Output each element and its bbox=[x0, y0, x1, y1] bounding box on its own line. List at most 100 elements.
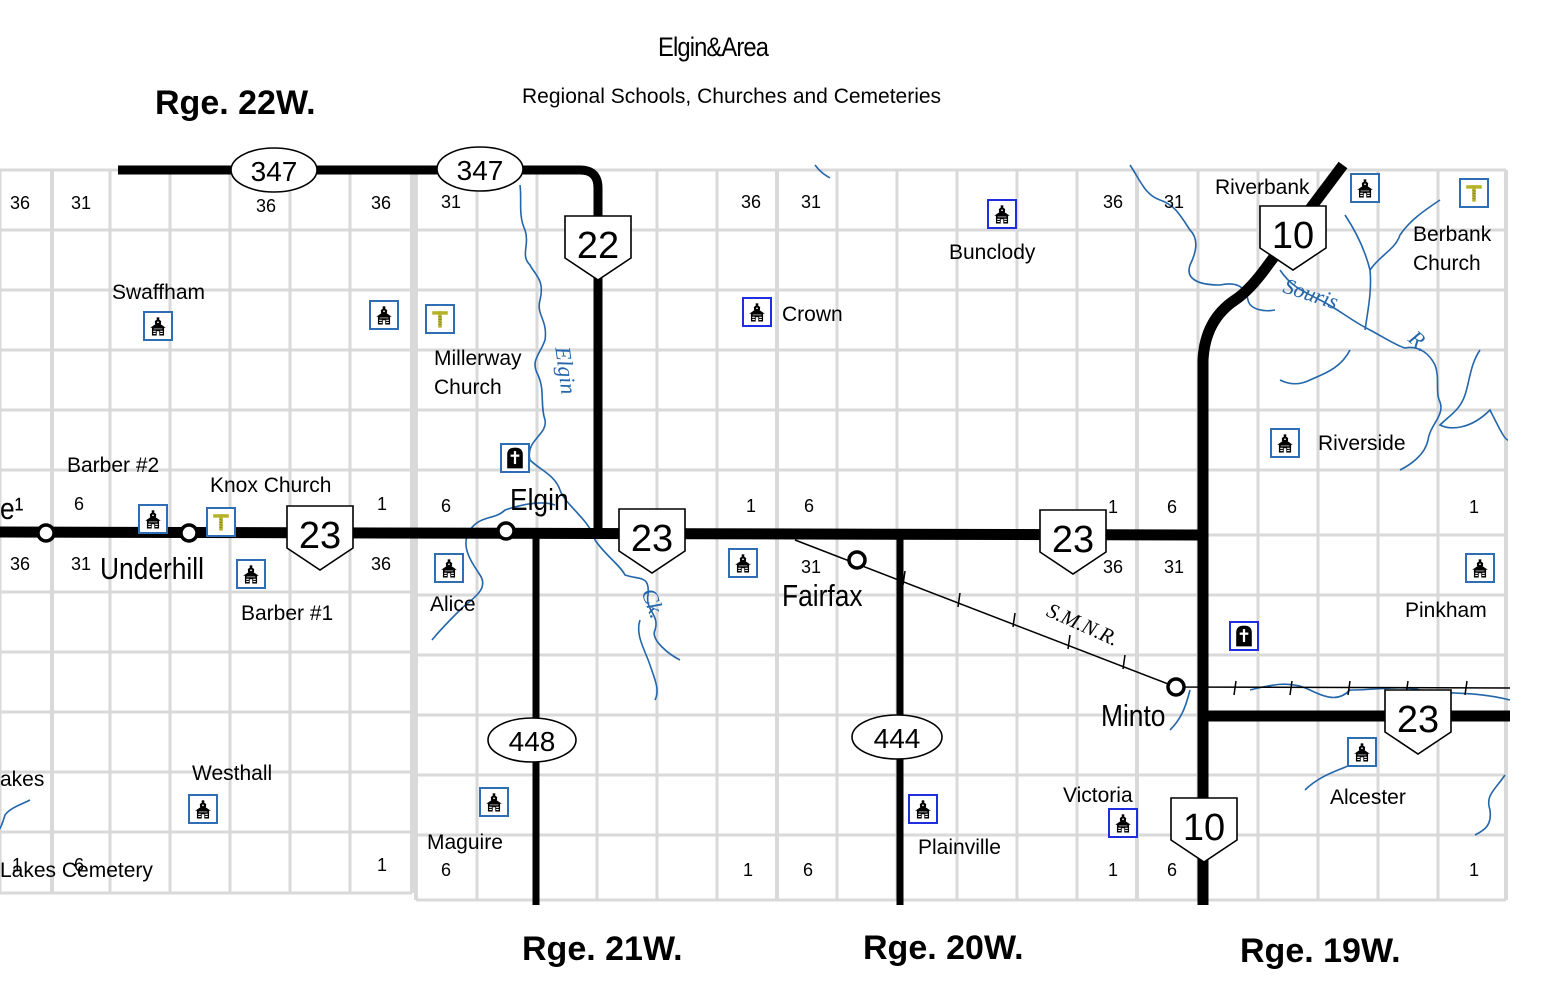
school-icon[interactable] bbox=[188, 794, 218, 824]
school-icon[interactable] bbox=[479, 787, 509, 817]
souris-river bbox=[1279, 269, 1442, 471]
section-number: 1 bbox=[1108, 497, 1119, 517]
range-label-22w: Rge. 22W. bbox=[155, 84, 316, 122]
school-icon[interactable] bbox=[138, 504, 168, 534]
map-title: Elgin&Area bbox=[658, 32, 769, 62]
school-icon[interactable] bbox=[434, 553, 464, 583]
elgin-creek-branch-2 bbox=[637, 619, 658, 701]
railway-tick bbox=[1067, 634, 1071, 650]
east-creek bbox=[1474, 774, 1506, 836]
section-number: 1 bbox=[1108, 860, 1119, 880]
school-label-bunclody: Bunclody bbox=[949, 241, 1036, 264]
section-number: 36 bbox=[371, 193, 392, 213]
shield-number: 10 bbox=[1272, 215, 1314, 257]
church-cross-icon[interactable] bbox=[206, 507, 236, 537]
section-number: 1 bbox=[746, 496, 757, 516]
range-label-21w: Rge. 21W. bbox=[522, 930, 683, 968]
lakes-label-partial: akes bbox=[0, 768, 45, 791]
school-icon[interactable] bbox=[369, 300, 399, 330]
section-number: 31 bbox=[441, 192, 462, 212]
section-number: 1 bbox=[12, 855, 23, 875]
school-icon[interactable] bbox=[1350, 173, 1380, 203]
town-marker-minto bbox=[1166, 677, 1186, 697]
highway-347-west-marker: 347 bbox=[230, 147, 318, 193]
school-icon[interactable] bbox=[908, 794, 938, 824]
cemetery-headstone-icon[interactable] bbox=[500, 443, 530, 473]
shield-outline bbox=[286, 505, 354, 571]
highway-448-marker: 448 bbox=[487, 717, 577, 763]
highway-347-east-marker: 347 bbox=[436, 146, 524, 192]
school-label-plainville: Plainville bbox=[918, 836, 1001, 859]
cemetery-headstone-icon[interactable] bbox=[1229, 621, 1259, 651]
shield-number: 23 bbox=[1052, 519, 1094, 561]
section-number: 1 bbox=[1469, 497, 1480, 517]
town-label-underhill: Underhill bbox=[100, 551, 204, 586]
town-markers bbox=[36, 521, 1186, 697]
railway-tick bbox=[1012, 612, 1016, 628]
highway-448-label: 448 bbox=[509, 726, 556, 757]
highway-23-shield-central: 23 bbox=[618, 508, 686, 574]
church-label-knox: Knox Church bbox=[210, 474, 332, 497]
minto-creek bbox=[1169, 689, 1191, 731]
school-icon[interactable] bbox=[987, 199, 1017, 229]
school-icon[interactable] bbox=[1108, 808, 1138, 838]
school-label-alcester: Alcester bbox=[1330, 786, 1406, 809]
highway-23-shield-east: 23 bbox=[1039, 509, 1107, 575]
souris-tributary-1 bbox=[1129, 164, 1276, 312]
town-marker-elgin bbox=[496, 521, 516, 541]
school-icon[interactable] bbox=[1347, 737, 1377, 767]
school-icon[interactable] bbox=[236, 559, 266, 589]
road-10 bbox=[1197, 161, 1348, 905]
town-label-west-edge: e¹ bbox=[0, 491, 24, 526]
highway-444-marker: 444 bbox=[851, 714, 943, 760]
souris-tributary-2 bbox=[1344, 214, 1372, 331]
railway-tick bbox=[1233, 680, 1237, 696]
school-icon[interactable] bbox=[742, 297, 772, 327]
school-icon[interactable] bbox=[1465, 553, 1495, 583]
shield-outline bbox=[1039, 509, 1107, 575]
section-number: 6 bbox=[1167, 497, 1178, 517]
section-number: 31 bbox=[801, 192, 822, 212]
school-icon[interactable] bbox=[728, 548, 758, 578]
oval-highway-markers: 347 347 448 444 bbox=[230, 146, 943, 763]
town-marker-west bbox=[36, 523, 56, 543]
section-number: 36 bbox=[256, 196, 277, 216]
map-subtitle: Regional Schools, Churches and Cemeterie… bbox=[522, 85, 942, 108]
range-label-19w: Rge. 19W. bbox=[1240, 932, 1401, 970]
section-number: 36 bbox=[1103, 192, 1124, 212]
school-icon[interactable] bbox=[1270, 428, 1300, 458]
school-label-riverbank: Riverbank bbox=[1215, 176, 1310, 199]
church-label-line2: Church bbox=[434, 376, 502, 399]
road-23 bbox=[0, 526, 1201, 541]
section-number: 36 bbox=[1103, 557, 1124, 577]
section-number: 6 bbox=[441, 860, 452, 880]
railway-tick bbox=[1464, 680, 1468, 696]
church-cross-icon[interactable] bbox=[425, 304, 455, 334]
highway-10-shield-north: 10 bbox=[1259, 205, 1327, 271]
section-number: 36 bbox=[10, 193, 31, 213]
section-number: 31 bbox=[71, 554, 92, 574]
top-creek-mark bbox=[814, 164, 831, 179]
shield-outline bbox=[1384, 689, 1452, 755]
range-label-20w: Rge. 20W. bbox=[863, 929, 1024, 967]
shield-outline bbox=[1259, 205, 1327, 271]
souris-tributary-4 bbox=[1438, 349, 1509, 441]
school-label-alice: Alice bbox=[430, 593, 476, 616]
railway-tick bbox=[1122, 654, 1126, 670]
town-label-minto: Minto bbox=[1101, 698, 1166, 733]
section-number: 6 bbox=[74, 494, 85, 514]
town-marker-underhill bbox=[179, 523, 199, 543]
school-label-pinkham: Pinkham bbox=[1405, 599, 1487, 622]
church-cross-icon[interactable] bbox=[1459, 178, 1489, 208]
town-label-elgin: Elgin bbox=[510, 482, 569, 517]
elgin-creek-branch bbox=[431, 502, 556, 641]
school-icon[interactable] bbox=[143, 311, 173, 341]
section-number: 1 bbox=[743, 860, 754, 880]
section-number: 31 bbox=[801, 557, 822, 577]
highway-22-shield: 22 bbox=[564, 215, 632, 281]
school-label-crown: Crown bbox=[782, 303, 843, 326]
shield-number: 10 bbox=[1183, 807, 1225, 849]
railway-tick bbox=[1289, 680, 1293, 696]
school-label-swaffham: Swaffham bbox=[112, 281, 205, 304]
cemetery-label-lakes: Lakes Cemetery bbox=[0, 859, 153, 882]
